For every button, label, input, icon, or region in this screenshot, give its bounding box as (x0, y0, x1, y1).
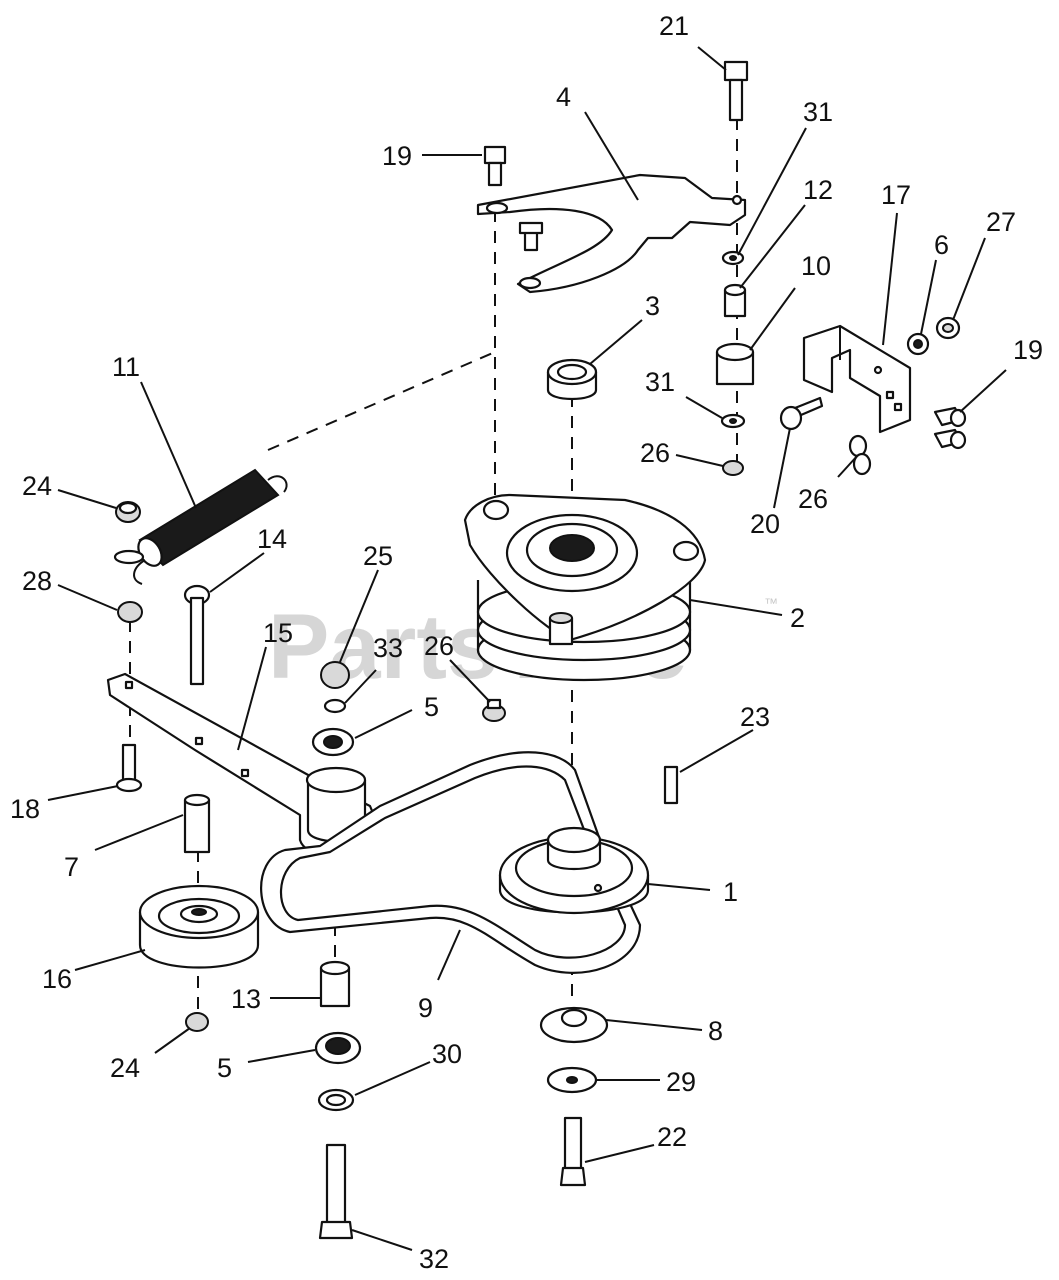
callout-6: 6 (934, 230, 949, 260)
callout-24: 24 (110, 1053, 140, 1083)
callout-labels: 21 4 19 31 12 17 27 6 10 19 3 31 26 20 2… (10, 11, 1043, 1274)
bolt-20 (779, 396, 824, 431)
callout-2: 2 (790, 603, 805, 633)
callout-5: 5 (424, 692, 439, 722)
callout-16: 16 (42, 964, 72, 994)
bearing-sleeve-3 (546, 358, 598, 400)
callout-1: 1 (723, 877, 738, 907)
callout-9: 9 (418, 993, 433, 1023)
nut-26-middle (482, 698, 506, 722)
callout-15: 15 (263, 618, 293, 648)
bolt-19-top (483, 145, 507, 187)
callout-17: 17 (881, 180, 911, 210)
callout-24: 24 (22, 471, 52, 501)
bolt-18 (115, 743, 143, 793)
spacer-7 (183, 793, 211, 854)
callout-28: 28 (22, 566, 52, 596)
washer-30 (317, 1088, 355, 1112)
idler-pulley-16 (138, 884, 260, 969)
bolt-21 (723, 60, 749, 122)
bolt-32 (318, 1143, 354, 1240)
nuts-left (113, 501, 145, 623)
callout-29: 29 (666, 1067, 696, 1097)
callout-26: 26 (640, 438, 670, 468)
watermark-trademark: ™ (764, 595, 778, 611)
callout-20: 20 (750, 509, 780, 539)
callout-22: 22 (657, 1122, 687, 1152)
bolts-19-right (933, 406, 967, 450)
callout-23: 23 (740, 702, 770, 732)
callout-4: 4 (556, 82, 571, 112)
callout-33: 33 (373, 633, 403, 663)
drive-pulley-1 (498, 826, 650, 915)
callout-14: 14 (257, 524, 287, 554)
callout-7: 7 (64, 852, 79, 882)
callout-26: 26 (424, 631, 454, 661)
tension-spring-11 (133, 468, 288, 585)
callout-8: 8 (708, 1016, 723, 1046)
callout-19: 19 (1013, 335, 1043, 365)
callout-19: 19 (382, 141, 412, 171)
lower-idler-stack (314, 960, 362, 1065)
callout-30: 30 (432, 1039, 462, 1069)
callout-26: 26 (798, 484, 828, 514)
callout-25: 25 (363, 541, 393, 571)
callout-18: 18 (10, 794, 40, 824)
callout-21: 21 (659, 11, 689, 41)
callout-10: 10 (801, 251, 831, 281)
callout-32: 32 (419, 1244, 449, 1274)
callout-leader-lines (47, 46, 1007, 1251)
pin-14 (183, 584, 211, 686)
callout-31: 31 (803, 97, 833, 127)
washers-26-right (848, 434, 872, 476)
callout-12: 12 (803, 175, 833, 205)
callout-13: 13 (231, 984, 261, 1014)
callout-3: 3 (645, 291, 660, 321)
nut-24-lower (185, 1012, 209, 1032)
callout-5: 5 (217, 1053, 232, 1083)
washer-6-nut-27 (906, 316, 961, 356)
callout-11: 11 (112, 352, 140, 382)
right-lower-stack (539, 1006, 609, 1187)
callout-31: 31 (645, 367, 675, 397)
electric-clutch-2 (463, 493, 707, 682)
idler-bracket-plate (476, 173, 747, 294)
callout-27: 27 (986, 207, 1016, 237)
spacer-stack (715, 250, 755, 476)
key-23 (663, 765, 679, 805)
bracket-17 (802, 324, 912, 434)
